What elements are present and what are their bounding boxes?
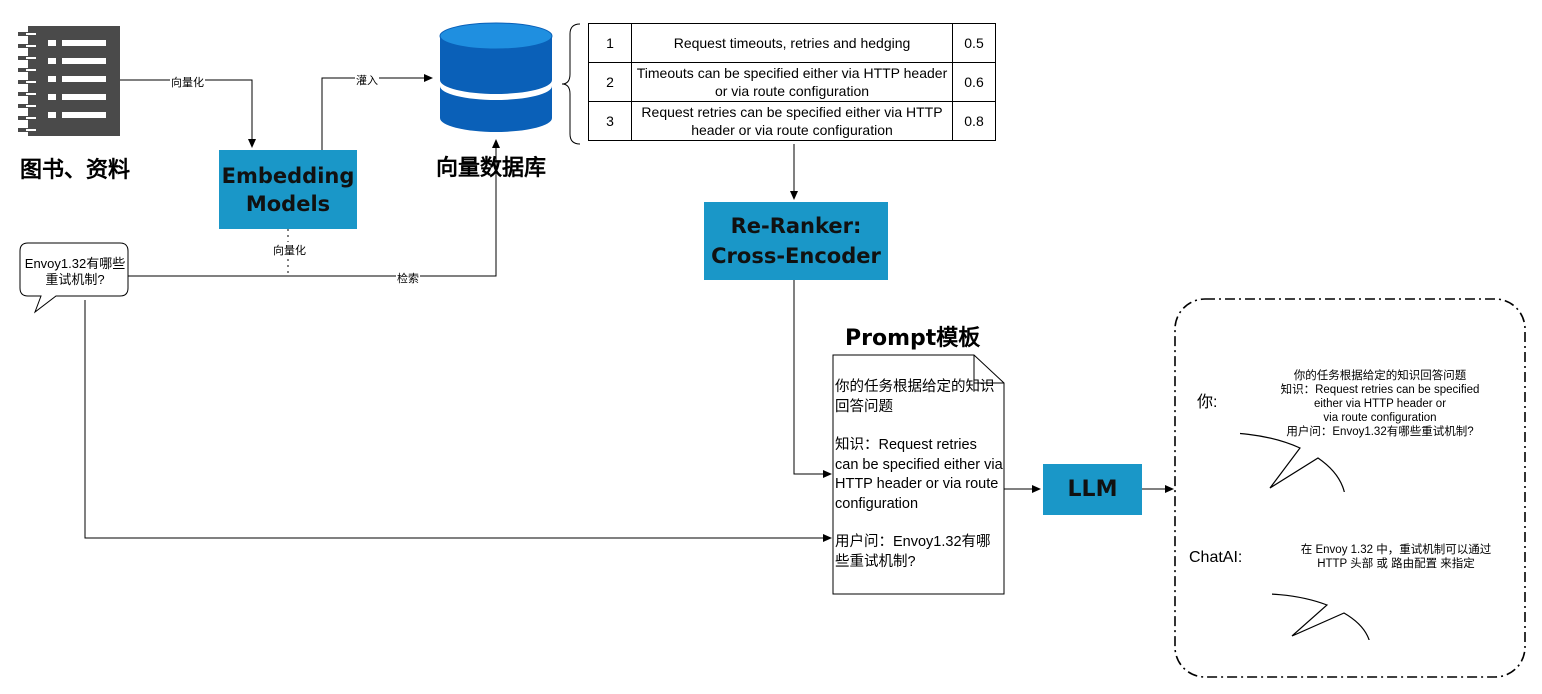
chat-container xyxy=(1174,298,1526,678)
rank-cell: 1 xyxy=(588,23,632,63)
score-cell: 0.5 xyxy=(952,23,996,63)
prompt-title: Prompt模板 xyxy=(845,326,981,351)
reranker-box: Re-Ranker: Cross-Encoder xyxy=(704,202,888,280)
prompt-task: 你的任务根据给定的知识回答问题 xyxy=(835,379,995,415)
ai-label: ChatAI: xyxy=(1189,549,1243,566)
text-cell: Request timeouts, retries and hedging xyxy=(631,23,953,63)
table-row: 2 Timeouts can be specified either via H… xyxy=(588,62,996,102)
edge-query-to-prompt xyxy=(84,300,832,542)
results-brace xyxy=(561,23,581,145)
prompt-question: 用户问：Envoy1.32有哪些重试机制? xyxy=(835,534,991,570)
speech-bubble-icon xyxy=(19,242,129,314)
edge-label-retrieve: 检索 xyxy=(396,270,420,286)
user-bubble-text: 你的任务根据给定的知识回答问题 知识：Request retries can b… xyxy=(1262,369,1498,439)
score-cell: 0.8 xyxy=(952,101,996,141)
text-cell: Request retries can be specified either … xyxy=(631,101,953,141)
rank-cell: 2 xyxy=(588,62,632,102)
edge-query-to-db xyxy=(128,139,500,277)
user-bubble-line: 你的任务根据给定的知识回答问题 xyxy=(1293,370,1467,382)
ai-bubble-text: 在 Envoy 1.32 中，重试机制可以通过 HTTP 头部 或 路由配置 来… xyxy=(1283,543,1509,571)
user-bubble-line: 知识：Request retries can be specified xyxy=(1280,384,1480,396)
edge-label-vectorize-2: 向量化 xyxy=(272,242,307,258)
user-bubble-line: either via HTTP header or xyxy=(1313,398,1447,410)
edge-docs-to-embedding xyxy=(120,79,256,148)
table-row: 1 Request timeouts, retries and hedging … xyxy=(588,23,996,63)
vector-db-title: 向量数据库 xyxy=(436,156,547,181)
ai-bubble-line: 在 Envoy 1.32 中，重试机制可以通过 xyxy=(1300,544,1492,556)
score-cell: 0.6 xyxy=(952,62,996,102)
edge-label-ingest: 灌入 xyxy=(355,72,379,88)
user-bubble-line: via route configuration xyxy=(1323,412,1437,424)
results-table: 1 Request timeouts, retries and hedging … xyxy=(588,23,996,141)
ai-bubble-line: HTTP 头部 或 路由配置 来指定 xyxy=(1317,558,1475,570)
query-text: Envoy1.32有哪些重试机制? xyxy=(24,256,126,287)
prompt-knowledge: 知识：Request retries can be specified eith… xyxy=(835,437,1003,512)
llm-box: LLM xyxy=(1043,464,1142,515)
document-icon xyxy=(832,354,1005,595)
edge-embedding-to-db xyxy=(321,74,433,150)
edge-reranker-to-prompt xyxy=(793,280,832,478)
embedding-models-box: Embedding Models xyxy=(219,150,357,229)
sources-title: 图书、资料 xyxy=(20,158,131,183)
prompt-body: 你的任务根据给定的知识回答问题 知识：Request retries can b… xyxy=(835,378,1003,572)
document-list-icon xyxy=(18,26,120,136)
database-icon xyxy=(439,22,553,132)
ai-bubble xyxy=(1272,593,1370,640)
user-label: 你: xyxy=(1197,394,1218,411)
text-cell: Timeouts can be specified either via HTT… xyxy=(631,62,953,102)
edge-label-vectorize-1: 向量化 xyxy=(170,74,205,90)
rank-cell: 3 xyxy=(588,101,632,141)
user-bubble xyxy=(1240,432,1345,492)
table-row: 3 Request retries can be specified eithe… xyxy=(588,101,996,141)
user-bubble-line: 用户问：Envoy1.32有哪些重试机制? xyxy=(1286,426,1474,438)
